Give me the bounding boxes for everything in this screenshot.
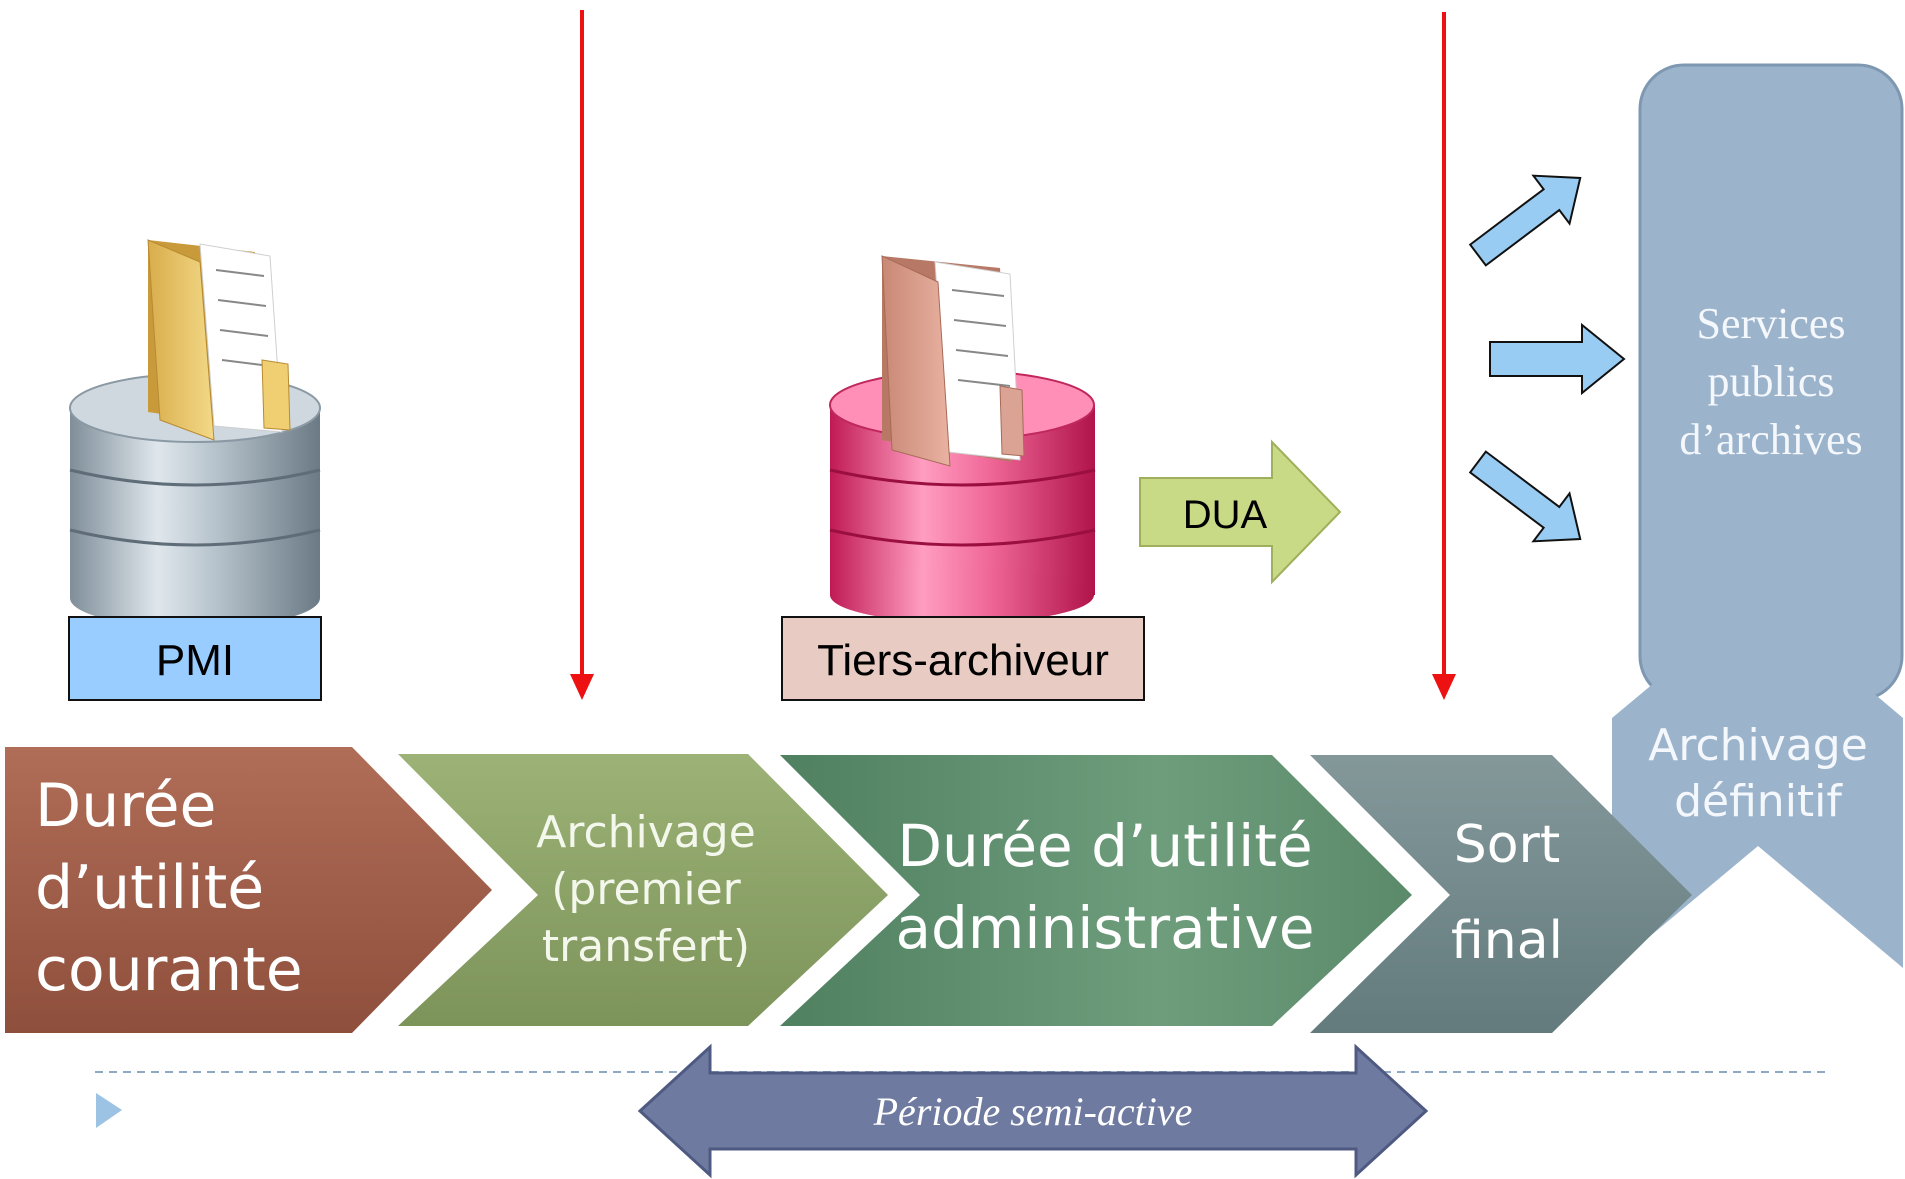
- tiers-archiveur-label: Tiers-archiveur: [817, 636, 1109, 685]
- blue-arrow-down: [1468, 450, 1582, 543]
- tiers-archiveur-label-box: Tiers-archiveur: [781, 616, 1145, 701]
- phase-chevron-3: Durée d’utilité administrative: [780, 755, 1412, 1026]
- phase-chevron-1: Durée d’utilité courante: [5, 747, 492, 1033]
- phase-chevron-4: Sort final: [1310, 755, 1692, 1033]
- triangle-bullet-icon: [96, 1093, 122, 1128]
- phase-chevron-2: Archivage (premier transfert): [398, 754, 888, 1026]
- archivage-def-line1: Archivage: [1648, 720, 1868, 771]
- phase-2-line1: Archivage: [536, 807, 756, 858]
- services-label-line2: publics: [1707, 357, 1834, 406]
- phase-4-line2: final: [1451, 911, 1563, 971]
- services-label-line3: d’archives: [1679, 415, 1862, 464]
- periode-label: Période semi-active: [873, 1089, 1193, 1134]
- phase-2-line3: transfert): [542, 921, 750, 972]
- blue-arrow-middle: [1489, 322, 1626, 396]
- red-marker-left: [570, 10, 594, 700]
- phase-3-line2: administrative: [895, 894, 1314, 962]
- folder-yellow-icon: [147, 239, 291, 441]
- dua-label: DUA: [1183, 493, 1268, 537]
- archivage-definitif-chevron: Archivage définitif: [1612, 596, 1903, 968]
- phase-3-line1: Durée d’utilité: [897, 812, 1312, 880]
- blue-arrow-up: [1468, 174, 1582, 267]
- archivage-def-line2: définitif: [1674, 776, 1843, 827]
- pmi-label: PMI: [156, 636, 234, 685]
- dua-arrow: DUA: [1139, 439, 1342, 585]
- phase-1-line3: courante: [35, 935, 303, 1005]
- red-marker-right: [1432, 12, 1456, 700]
- phase-4-line1: Sort: [1454, 815, 1561, 875]
- services-publics-box: Services publics d’archives: [1638, 63, 1904, 702]
- phase-1-line1: Durée: [35, 771, 216, 841]
- periode-semi-active-arrow: Période semi-active: [637, 1043, 1429, 1179]
- services-label-line1: Services: [1696, 299, 1845, 348]
- pmi-label-box: PMI: [68, 616, 322, 701]
- phase-2-line2: (premier: [551, 864, 741, 915]
- phase-1-line2: d’utilité: [35, 853, 264, 923]
- folder-pink-icon: [881, 255, 1025, 467]
